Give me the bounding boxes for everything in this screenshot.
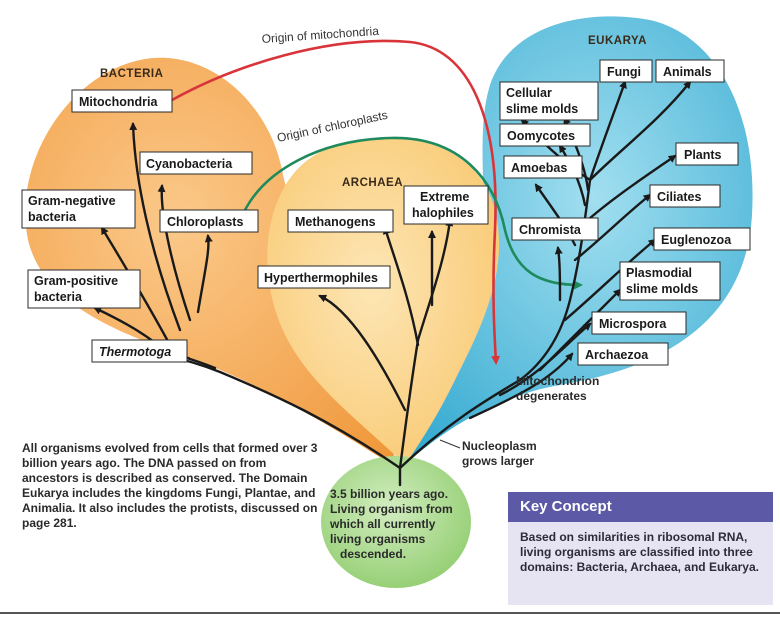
label-ciliates: Ciliates [649,184,721,208]
nucleoplasm-note: Nucleoplasm [462,439,537,453]
label-plasmodial-slime-molds: Plasmodial slime molds [619,261,721,301]
svg-text:Amoebas: Amoebas [511,161,567,175]
label-cyanobacteria: Cyanobacteria [139,151,253,175]
svg-text:descended.: descended. [340,547,406,561]
svg-text:Oomycotes: Oomycotes [507,129,575,143]
svg-text:Ciliates: Ciliates [657,190,702,204]
mitochondrion-degenerates-note-line2: degenerates [516,389,587,403]
label-thermotoga: Thermotoga [91,339,188,363]
svg-text:slime molds: slime molds [506,102,578,116]
description-paragraph: All organisms evolved from cells that fo… [22,441,318,530]
root-description: 3.5 billion years ago. Living organism f… [329,487,453,561]
label-gram-positive-bacteria: Gram-positive bacteria [27,269,141,309]
key-concept-box: Key Concept Based on similarities in rib… [508,492,773,605]
svg-text:which all currently: which all currently [329,517,436,531]
svg-text:Chloroplasts: Chloroplasts [167,215,243,229]
archaea-title: ARCHAEA [342,177,403,189]
key-concept-body: Based on similarities in ribosomal RNA, … [520,530,759,574]
svg-text:Extreme: Extreme [420,190,469,204]
svg-text:Gram-negative: Gram-negative [28,194,116,208]
svg-text:halophiles: halophiles [412,206,474,220]
label-oomycotes: Oomycotes [499,123,591,147]
label-animals: Animals [655,59,725,83]
svg-text:bacteria: bacteria [34,290,83,304]
svg-text:Chromista: Chromista [519,223,582,237]
bacteria-title: BACTERIA [100,68,163,80]
svg-text:3.5 billion years ago.: 3.5 billion years ago. [330,487,448,501]
svg-text:Plasmodial: Plasmodial [626,266,692,280]
bottom-divider [0,612,780,614]
svg-text:Animals: Animals [663,65,712,79]
label-plants: Plants [675,142,739,166]
svg-text:Archaezoa: Archaezoa [585,348,649,362]
mitochondrion-degenerates-note: Mitochondrion [516,374,599,388]
mitochondria-origin-arc [171,39,501,365]
nucleoplasm-pointer [439,439,461,449]
label-hyperthermophiles: Hyperthermophiles [257,265,391,289]
chloroplast-origin-arc [242,136,583,290]
svg-text:bacteria: bacteria [28,210,77,224]
label-methanogens: Methanogens [287,209,394,233]
label-euglenozoa: Euglenozoa [653,227,751,251]
svg-text:slime molds: slime molds [626,282,698,296]
svg-text:Gram-positive: Gram-positive [34,274,118,288]
label-fungi: Fungi [599,59,653,83]
svg-text:Hyperthermophiles: Hyperthermophiles [264,271,378,285]
svg-text:Thermotoga: Thermotoga [99,345,171,359]
nucleoplasm-note-line2: grows larger [462,454,534,468]
svg-text:Plants: Plants [684,148,722,162]
svg-text:Cyanobacteria: Cyanobacteria [146,157,233,171]
svg-text:Cellular: Cellular [506,86,552,100]
svg-text:Euglenozoa: Euglenozoa [661,233,732,247]
eukarya-title: EUKARYA [588,35,647,47]
label-microspora: Microspora [591,311,687,335]
svg-text:Living organism from: Living organism from [330,502,453,516]
svg-text:Mitochondria: Mitochondria [79,95,159,109]
svg-text:Microspora: Microspora [599,317,667,331]
label-chloroplasts: Chloroplasts [159,209,259,233]
label-extreme-halophiles: Extreme halophiles [403,185,489,225]
label-chromista: Chromista [511,217,599,241]
svg-text:Fungi: Fungi [607,65,641,79]
svg-text:Methanogens: Methanogens [295,215,376,229]
label-amoebas: Amoebas [503,155,583,179]
root-ancestor-region [321,456,471,588]
archaea-branches [318,218,454,470]
label-mitochondria: Mitochondria [71,89,173,113]
key-concept-title: Key Concept [508,492,773,522]
svg-text:living organisms: living organisms [330,532,426,546]
label-cellular-slime-molds: Cellular slime molds [499,81,599,121]
label-archaezoa: Archaezoa [577,342,669,366]
label-gram-negative-bacteria: Gram-negative bacteria [21,189,136,229]
